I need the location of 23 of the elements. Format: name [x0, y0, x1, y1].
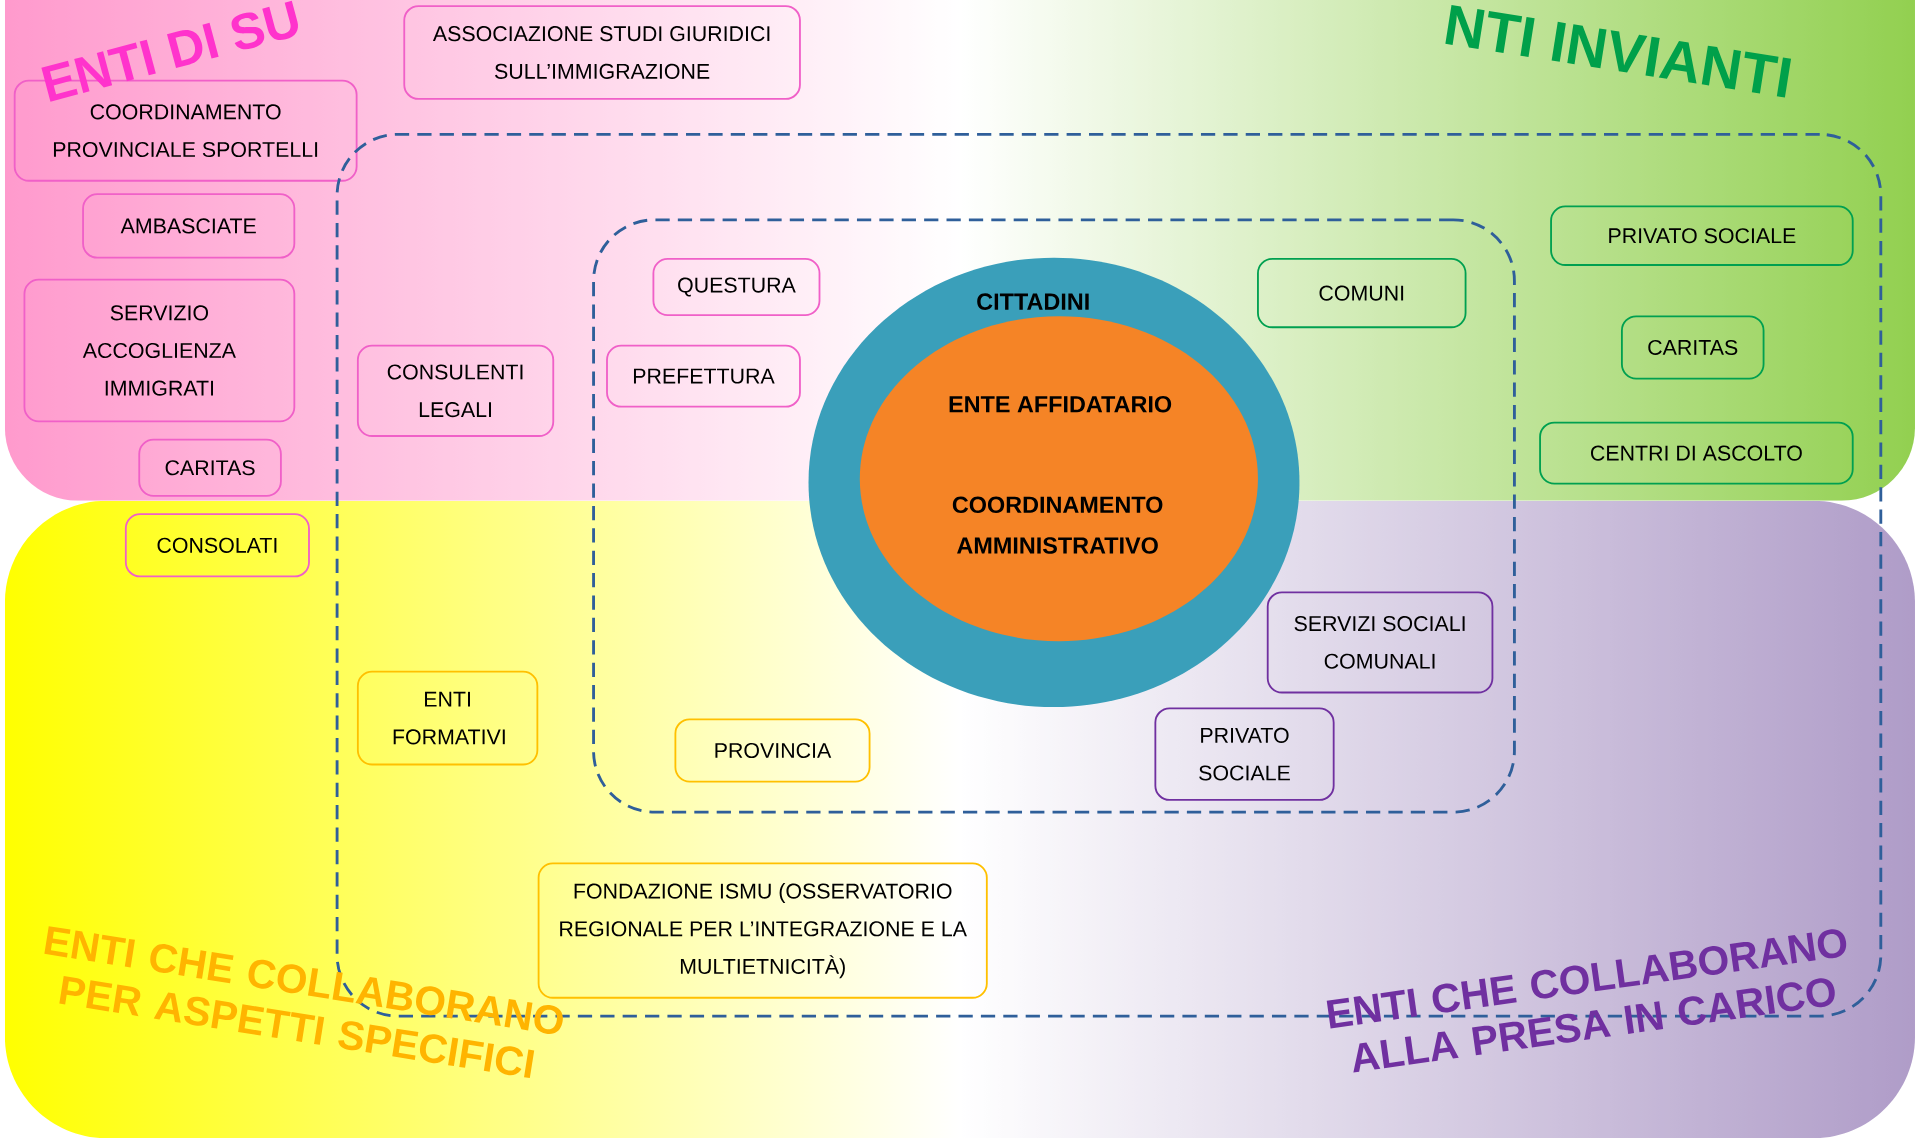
label-box: ASSOCIAZIONE STUDI GIURIDICI SULL’IMMIGRAZIONE [403, 5, 801, 100]
ellipse-label: CITTADINI [977, 293, 1089, 310]
label-box: PREFETTURA [606, 344, 801, 408]
label-box: AMBASCIATE [82, 193, 296, 259]
ellipse-label: COORDINAMENTO AMMINISTRATIVO [952, 496, 1163, 554]
label-box: CARITAS [138, 438, 282, 497]
label-box: SERVIZI SOCIALI COMUNALI [1266, 591, 1494, 694]
label-box: ENTI FORMATIVI [356, 670, 539, 766]
label-box: SERVIZIO ACCOGLIENZA IMMIGRATI [23, 278, 296, 423]
label-box: PRIVATO SOCIALE [1154, 707, 1335, 801]
ellipse-label: ENTE AFFIDATARIO [949, 395, 1172, 413]
label-box: CENTRI DI ASCOLTO [1539, 421, 1854, 485]
label-box: FONDAZIONE ISMU (OSSERVATORIO REGIONALE PER L’INTEGRAZIONE E LA MULTIETNICITÀ) [537, 862, 988, 999]
dashed-region [592, 218, 1516, 814]
label-box: COMUNI [1257, 257, 1467, 329]
label-box: CARITAS [1620, 315, 1765, 380]
heading: ENTI DI SU [41, 0, 298, 102]
label-box: PROVINCIA [674, 718, 871, 783]
label-box: QUESTURA [652, 257, 821, 316]
label-box: PRIVATO SOCIALE [1550, 205, 1854, 266]
heading: NTI INVIANTI [1445, 4, 1792, 98]
label-box: CONSOLATI [124, 513, 310, 578]
label-box: CONSULENTI LEGALI [356, 344, 555, 437]
